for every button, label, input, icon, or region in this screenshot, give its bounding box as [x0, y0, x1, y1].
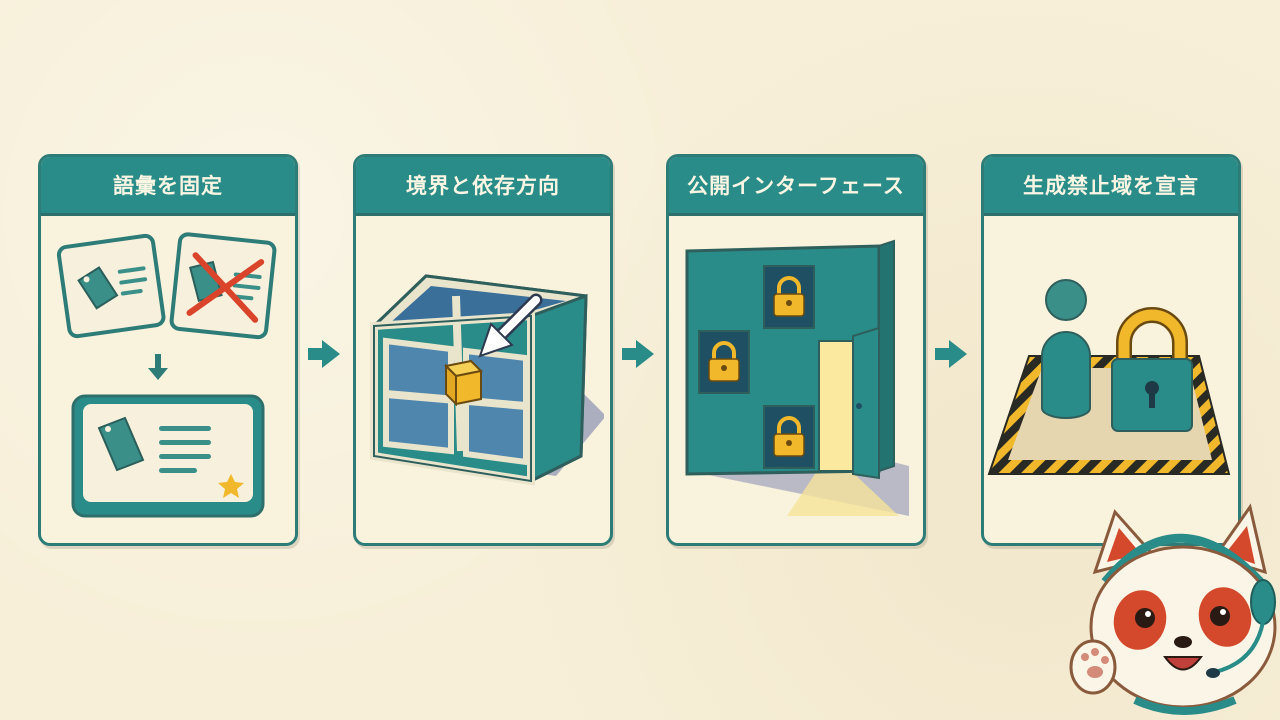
arrow-right-icon: [935, 340, 967, 368]
tag-cards-icon: [56, 232, 277, 518]
step-illustration: [984, 216, 1238, 543]
step-card-header: 境界と依存方向: [356, 157, 610, 216]
step-title: 語彙を固定: [113, 174, 223, 198]
step-card-header: 公開インターフェース: [669, 157, 923, 216]
locked-wall-door-icon: [685, 239, 909, 516]
boundary-box-icon: [370, 274, 604, 486]
lock-icon: [763, 265, 815, 329]
step-title: 公開インターフェース: [687, 174, 905, 198]
arrow-right-icon: [308, 340, 340, 368]
step-card-vocabulary: 語彙を固定: [38, 154, 298, 546]
arrow-right-icon: [622, 340, 654, 368]
person-icon: [1041, 279, 1091, 419]
padlock-icon: [1111, 307, 1193, 432]
step-illustration: [669, 216, 923, 543]
step-card-header: 語彙を固定: [41, 157, 295, 216]
red-panda-mascot-icon: [1069, 503, 1277, 715]
step-title: 境界と依存方向: [406, 174, 560, 198]
step-illustration: [41, 216, 295, 543]
step-card-forbidden-zone: 生成禁止域を宣言: [981, 154, 1241, 546]
lock-icon: [698, 330, 750, 394]
lock-icon: [763, 405, 815, 469]
restricted-zone-icon: [987, 279, 1231, 475]
step-illustration: [356, 216, 610, 543]
step-card-boundary: 境界と依存方向: [353, 154, 613, 546]
step-title: 生成禁止域を宣言: [1023, 174, 1199, 198]
step-card-header: 生成禁止域を宣言: [984, 157, 1238, 216]
step-card-public-interface: 公開インターフェース: [666, 154, 926, 546]
